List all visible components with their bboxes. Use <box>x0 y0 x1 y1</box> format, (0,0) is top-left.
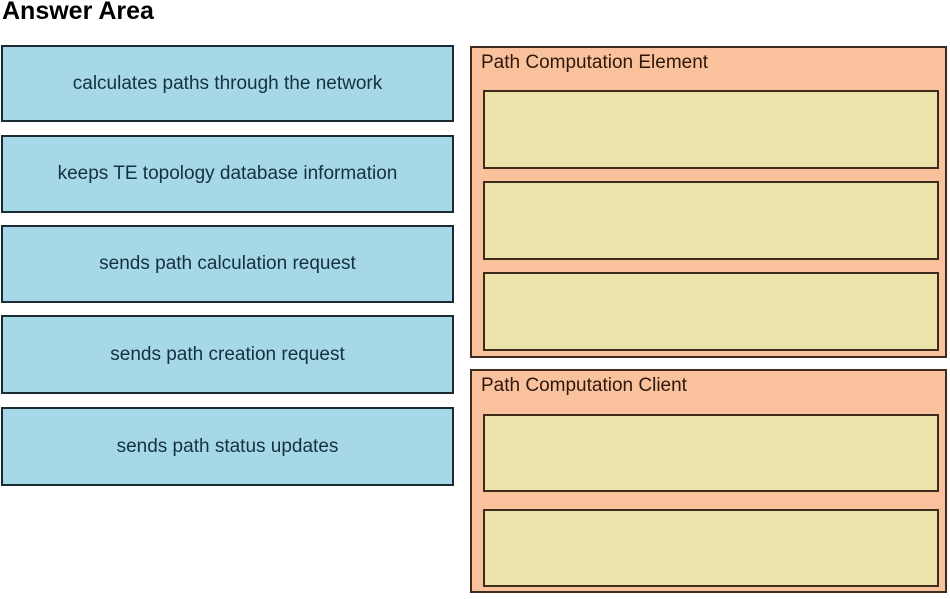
page-title: Answer Area <box>2 0 154 25</box>
target-group-path-computation-element: Path Computation Element <box>470 46 947 358</box>
drag-item-path-calculation-request[interactable]: sends path calculation request <box>1 225 454 303</box>
drop-slot-pce-1[interactable] <box>483 90 939 169</box>
drag-item-keeps-te-topology[interactable]: keeps TE topology database information <box>1 135 454 213</box>
target-group-title: Path Computation Element <box>481 52 709 73</box>
target-group-path-computation-client: Path Computation Client <box>470 369 947 593</box>
drop-slot-pcc-1[interactable] <box>483 414 939 492</box>
target-group-title: Path Computation Client <box>481 375 687 396</box>
drag-item-path-status-updates[interactable]: sends path status updates <box>1 407 454 486</box>
drop-slot-pce-2[interactable] <box>483 181 939 260</box>
drop-slot-pcc-2[interactable] <box>483 509 939 587</box>
drag-item-calculates-paths[interactable]: calculates paths through the network <box>1 45 454 122</box>
drag-item-path-creation-request[interactable]: sends path creation request <box>1 315 454 394</box>
drop-slot-pce-3[interactable] <box>483 272 939 351</box>
